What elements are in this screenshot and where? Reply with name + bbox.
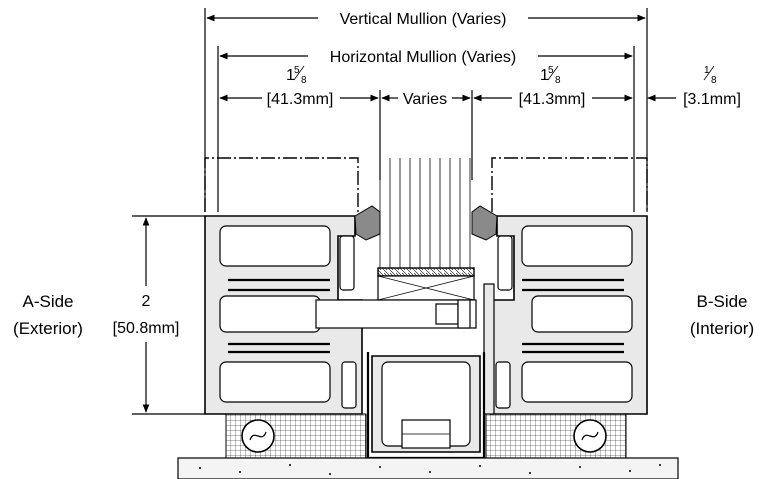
right-frame-profile xyxy=(471,205,648,415)
left-fraction-den: 8 xyxy=(301,75,307,86)
anchor-channel xyxy=(366,352,486,460)
a-side-label: A-Side xyxy=(22,292,73,311)
right-fraction-whole: 1 xyxy=(540,67,549,84)
b-side-label: B-Side xyxy=(696,292,747,311)
bolt xyxy=(315,283,495,415)
a-side-sublabel: (Exterior) xyxy=(13,319,83,338)
height-value: 2 xyxy=(142,293,151,310)
right-fraction-num: 5 xyxy=(548,65,554,76)
panel-outline xyxy=(204,157,648,212)
sill-pads xyxy=(225,413,627,459)
dimension-lines xyxy=(132,14,676,415)
left-fraction-num: 5 xyxy=(294,65,300,76)
right-metric: [41.3mm] xyxy=(519,91,586,108)
edge-fraction-num: 1 xyxy=(704,65,710,76)
right-fraction-den: 8 xyxy=(555,75,561,86)
left-metric: [41.3mm] xyxy=(267,91,334,108)
left-fraction-whole: 1 xyxy=(286,67,295,84)
left-frame-profile xyxy=(204,205,381,415)
concrete-substrate xyxy=(177,457,679,479)
edge-metric: [3.1mm] xyxy=(683,91,741,108)
extension-lines xyxy=(204,8,648,212)
glass-lites xyxy=(379,158,471,268)
height-metric: [50.8mm] xyxy=(113,320,180,337)
edge-fraction-den: 8 xyxy=(711,75,717,86)
horizontal-mullion-label: Horizontal Mullion (Varies) xyxy=(330,49,516,66)
setting-block xyxy=(377,267,475,301)
varies-label: Varies xyxy=(403,91,447,108)
b-side-sublabel: (Interior) xyxy=(690,319,754,338)
vertical-mullion-label: Vertical Mullion (Varies) xyxy=(340,11,507,28)
